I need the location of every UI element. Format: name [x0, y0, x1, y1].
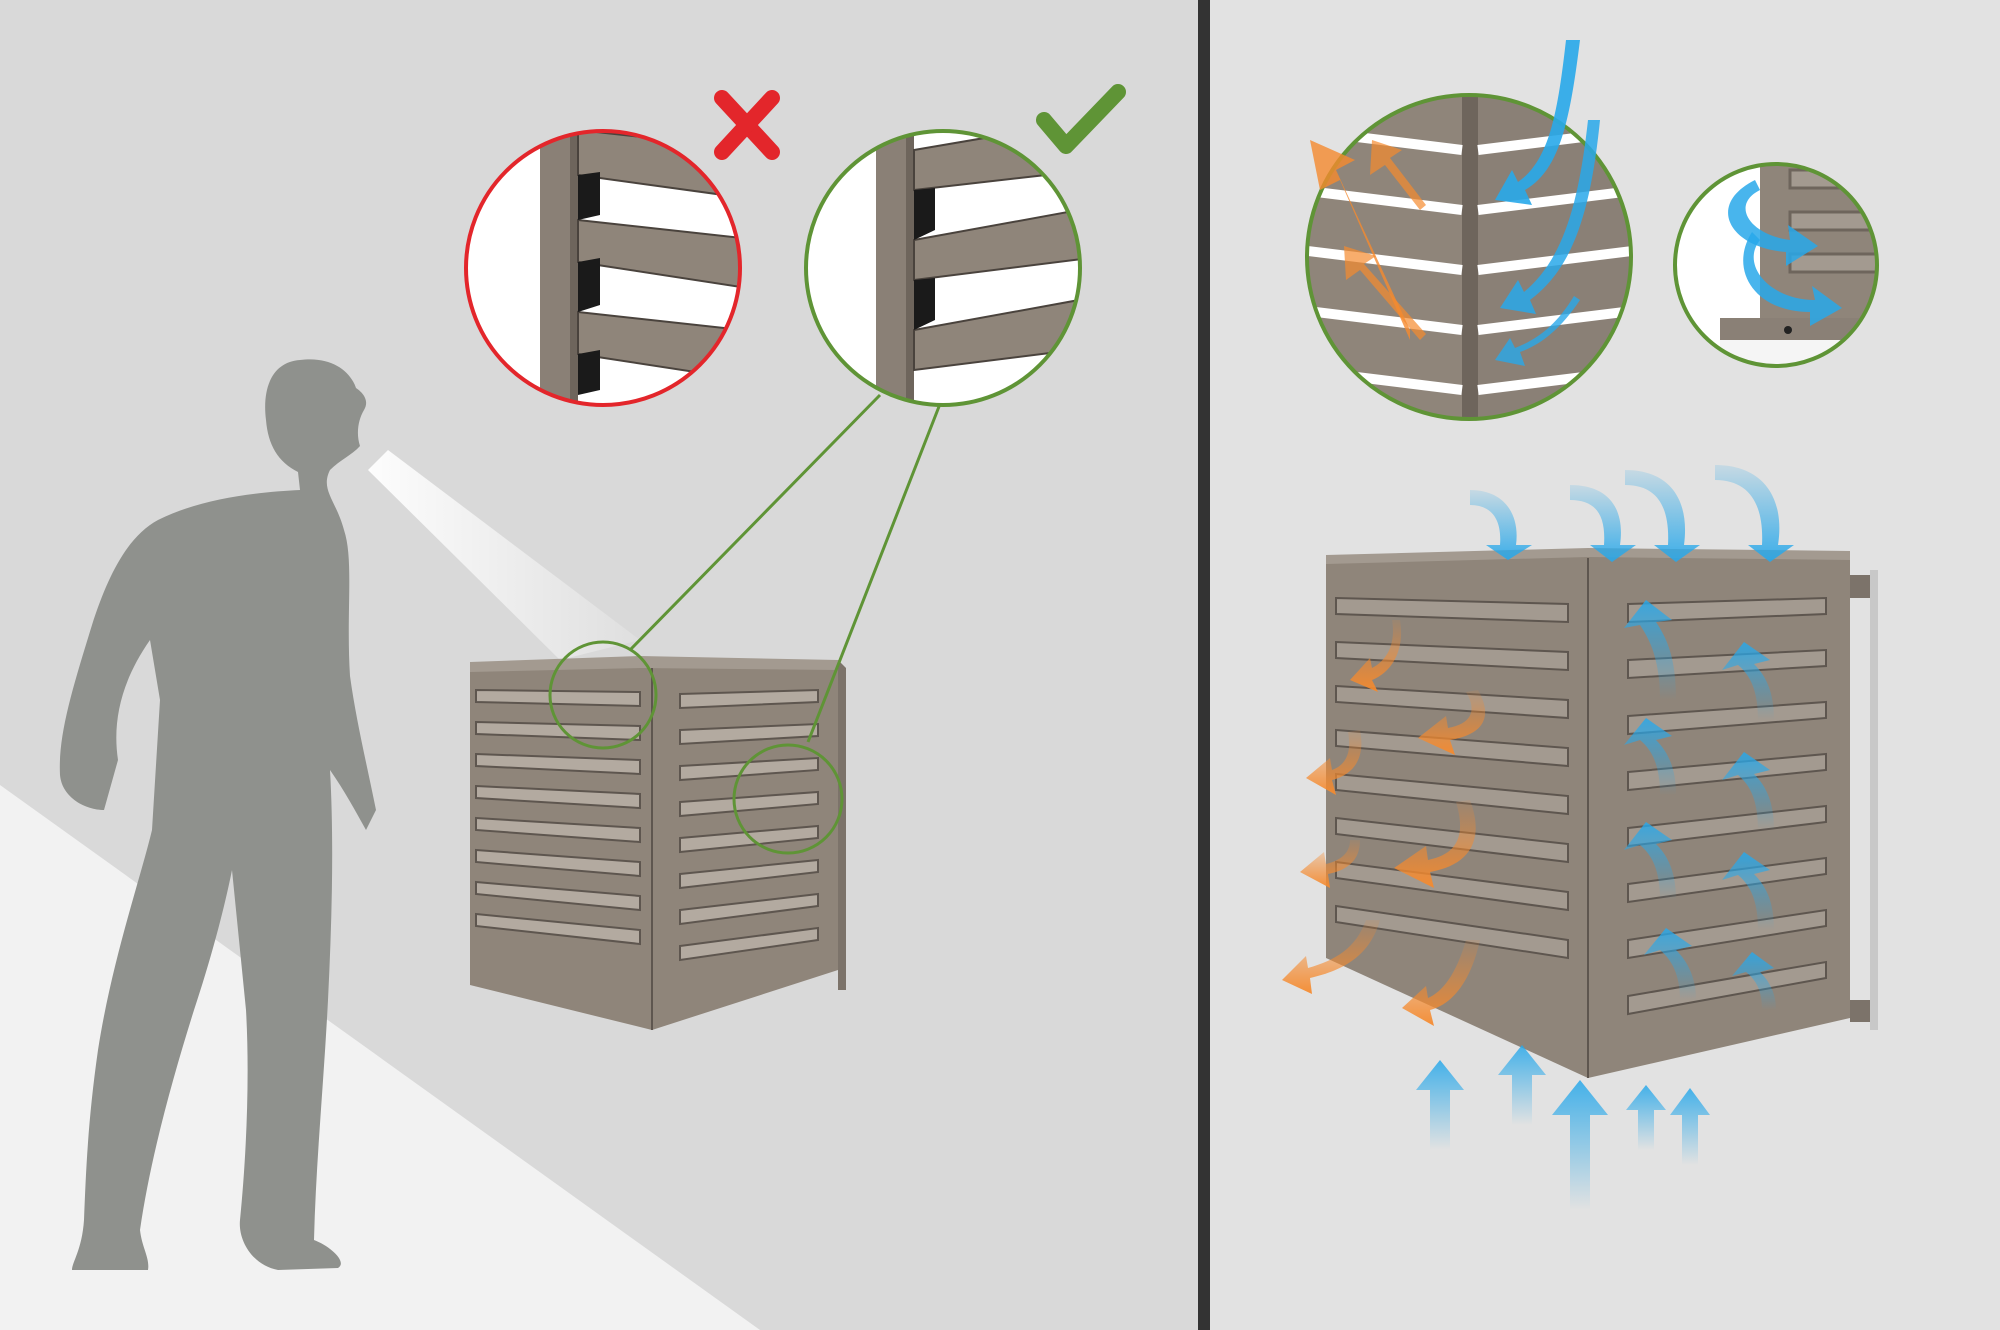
cool-air-arrows-detail	[1495, 40, 1600, 366]
warm-air-arrows-cover	[1282, 620, 1486, 1026]
cool-air-arrows-base-detail	[1728, 180, 1842, 326]
cool-air-arrows-top	[1470, 465, 1794, 562]
callout-circle-top	[548, 640, 658, 750]
warm-air-arrows-detail	[1310, 140, 1426, 340]
cool-air-arrows-cover	[1624, 600, 1776, 1010]
panel-divider	[1198, 0, 1210, 1330]
callout-circle-side	[732, 743, 844, 855]
callout-lines	[628, 393, 942, 743]
ac-cover-left	[470, 656, 846, 1030]
correct-detail-circle	[804, 129, 1082, 407]
view-beam	[368, 450, 640, 660]
cross-icon	[714, 90, 780, 160]
check-icon	[1036, 84, 1126, 154]
person-silhouette	[59, 359, 376, 1271]
cool-air-arrows-bottom	[1416, 1045, 1710, 1210]
